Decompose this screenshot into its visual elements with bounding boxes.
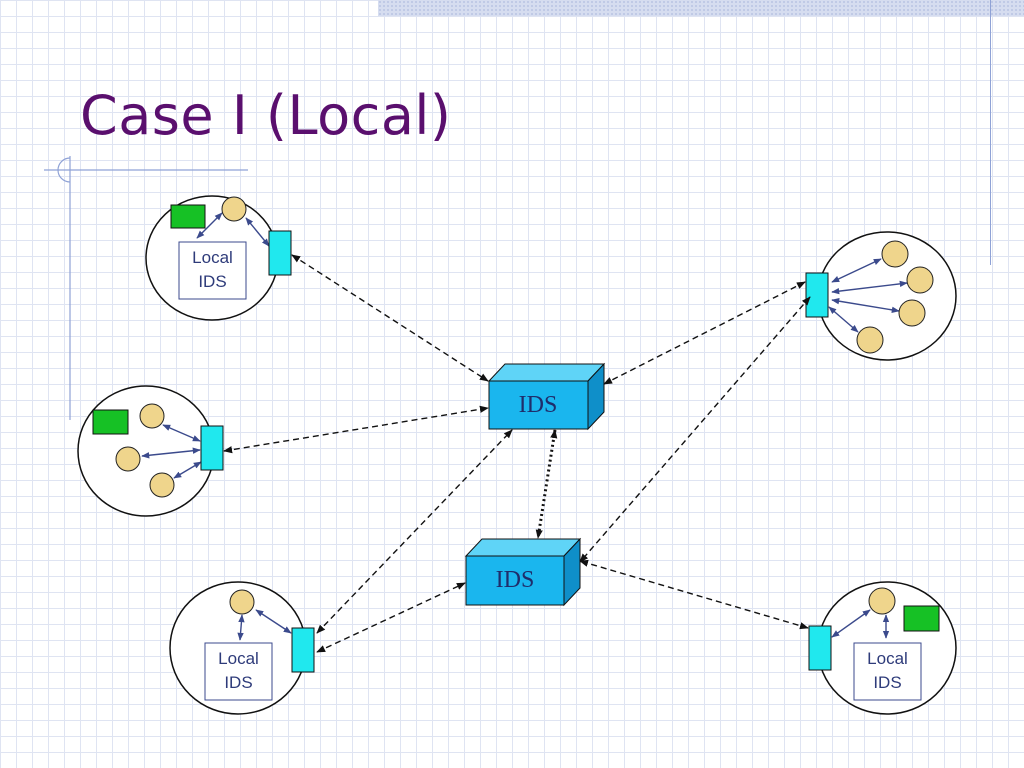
host-mid-left-3 xyxy=(149,472,175,498)
gateway-top-left xyxy=(268,230,292,276)
link-topleft-ids-top xyxy=(291,254,489,382)
host-top-right-1 xyxy=(881,240,909,268)
local-ids-label-line1: Local xyxy=(867,649,908,668)
ids-box-bottom-label: IDS xyxy=(496,567,535,593)
internal-links xyxy=(141,212,908,641)
link-midleft-ids-top xyxy=(223,405,489,454)
local-ids-top-left: Local IDS xyxy=(178,241,247,300)
hosts xyxy=(115,196,934,615)
local-ids-bottom-right: Local IDS xyxy=(853,642,922,701)
local-ids-label-line2: IDS xyxy=(224,673,252,692)
host-top-left xyxy=(221,196,247,222)
gateway-mid-left xyxy=(200,425,224,471)
workstation-top-left xyxy=(170,204,206,229)
local-ids-label-line1: Local xyxy=(218,649,259,668)
host-top-right-3 xyxy=(898,299,926,327)
external-links xyxy=(223,254,811,653)
gateway-bottom-left xyxy=(291,627,315,673)
link-bottomleft-ids-top xyxy=(316,429,513,634)
link-topright-ids-top xyxy=(603,281,806,385)
title-decoration-crosshair xyxy=(44,156,248,420)
link-bottomleft-ids-bottom xyxy=(316,582,466,653)
gateway-bottom-right xyxy=(808,625,832,671)
host-top-right-4 xyxy=(856,326,884,354)
link-ids-top-ids-bottom xyxy=(535,429,558,539)
local-ids-label-line1: Local xyxy=(192,248,233,267)
local-ids-bottom-left: Local IDS xyxy=(204,642,273,701)
gateways xyxy=(200,230,832,673)
top-decoration-band xyxy=(378,0,1024,16)
slide-title: Case I (Local) xyxy=(80,84,452,147)
ids-box-top-label: IDS xyxy=(519,392,558,418)
gateway-top-right xyxy=(805,272,829,318)
local-ids-label-line2: IDS xyxy=(198,272,226,291)
host-bottom-right xyxy=(868,587,896,615)
link-topright-ids-bottom xyxy=(579,296,811,563)
ids-box-top: IDS xyxy=(487,362,606,431)
host-mid-left-2 xyxy=(115,446,141,472)
local-ids-label-line2: IDS xyxy=(873,673,901,692)
right-decoration-rule xyxy=(990,0,991,265)
link-bottomright-ids-bottom xyxy=(579,559,809,630)
host-top-right-2 xyxy=(906,266,934,294)
workstation-mid-left xyxy=(92,409,129,435)
host-mid-left-1 xyxy=(139,403,165,429)
host-bottom-left xyxy=(229,589,255,615)
workstation-bottom-right xyxy=(903,605,940,632)
ids-box-bottom: IDS xyxy=(464,537,582,607)
